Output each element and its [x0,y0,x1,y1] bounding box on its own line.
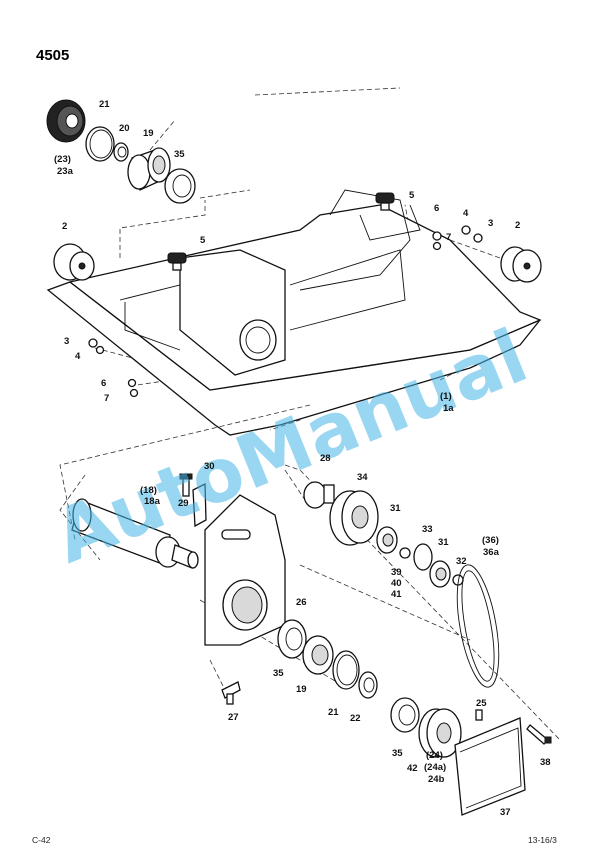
v-belt-36a [456,564,500,688]
callout-28: 28 [320,453,331,464]
seal-35-lower [277,619,307,659]
callout-7-top: 7 [446,232,451,243]
callout-24a: (24a) [424,762,446,773]
bolt-29 [179,473,193,497]
callout-31-a: 31 [390,503,401,514]
footer-ref-code: 13-16/3 [528,835,557,845]
buffer-5-left [167,252,187,271]
callout-35-right: 35 [392,748,403,759]
screw-25 [475,709,483,721]
bearing-19-top [127,147,171,191]
callout-41: 41 [391,589,402,600]
callout-19: 19 [143,128,154,139]
washers-top-right [432,225,483,251]
callout-31-b: 31 [438,537,449,548]
callout-1: (1) [440,391,452,402]
mount-2-right [500,246,542,283]
callout-4-top: 4 [463,208,469,219]
callout-39: 39 [391,567,402,578]
ring-20-top [113,142,129,162]
buffer-5-right [375,192,395,211]
callout-21-lower: 21 [328,707,339,718]
callout-33: 33 [422,524,433,535]
bolt-38 [526,724,552,745]
callout-21: 21 [99,99,110,110]
callout-6-top: 6 [434,203,439,214]
washers-left [88,338,139,398]
ring-33 [413,543,433,571]
footer-page-code: C-42 [32,835,51,845]
callout-25: 25 [476,698,487,709]
belt-guard-37 [454,717,526,816]
callout-5-right: 5 [409,190,415,201]
callout-18a: 18a [144,496,161,507]
mount-2-left [53,243,95,281]
callout-35: 35 [174,149,185,160]
callout-23: (23) [54,154,71,165]
bearing-31-a [376,526,411,559]
callout-32: 32 [456,556,467,567]
frame-1a [46,189,542,436]
callout-labels: (23) 23a 21 20 19 35 5 5 6 7 4 3 2 2 3 4… [54,99,551,818]
callout-38: 38 [540,757,551,768]
callout-27: 27 [228,712,239,723]
callout-4-left: 4 [75,351,81,362]
callout-36a: 36a [483,547,500,558]
callout-22: 22 [350,713,361,724]
exciter-18a [71,498,199,569]
callout-42: 42 [407,763,418,774]
callout-20: 20 [119,123,130,134]
callout-2-left: 2 [62,221,67,232]
callout-18: (18) [140,485,157,496]
callout-34: 34 [357,472,368,483]
callout-6-left: 6 [101,378,106,389]
callout-29: 29 [178,498,189,509]
callout-26: 26 [296,597,307,608]
callout-1a: 1a [443,403,454,414]
seal-35-top [164,168,196,204]
bracket-30 [192,482,207,528]
pulley-34 [329,490,379,546]
callout-24: (24) [426,750,443,761]
callout-36: (36) [482,535,499,546]
pulley-24b [418,708,462,758]
callout-24b: 24b [428,774,445,785]
ring-22 [358,671,378,699]
snap-ring-21-lower [332,650,360,690]
model-number: 4505 [36,47,69,64]
handwheel-23a [46,99,86,143]
callout-23a: 23a [57,166,74,177]
bolt-27 [221,681,241,705]
seal-35-right [390,697,420,733]
shaft-28 [303,481,335,509]
housing-26 [204,494,286,646]
callout-37: 37 [500,807,511,818]
bearing-19-lower [302,635,334,675]
callout-35-lower: 35 [273,668,284,679]
callout-5-left: 5 [200,235,206,246]
callout-2-right: 2 [515,220,520,231]
callout-3-top: 3 [488,218,493,229]
callout-7-left: 7 [104,393,109,404]
callout-3-left: 3 [64,336,69,347]
snap-ring-21-top [85,126,115,162]
callout-19-lower: 19 [296,684,307,695]
callout-30: 30 [204,461,215,472]
callout-40: 40 [391,578,402,589]
